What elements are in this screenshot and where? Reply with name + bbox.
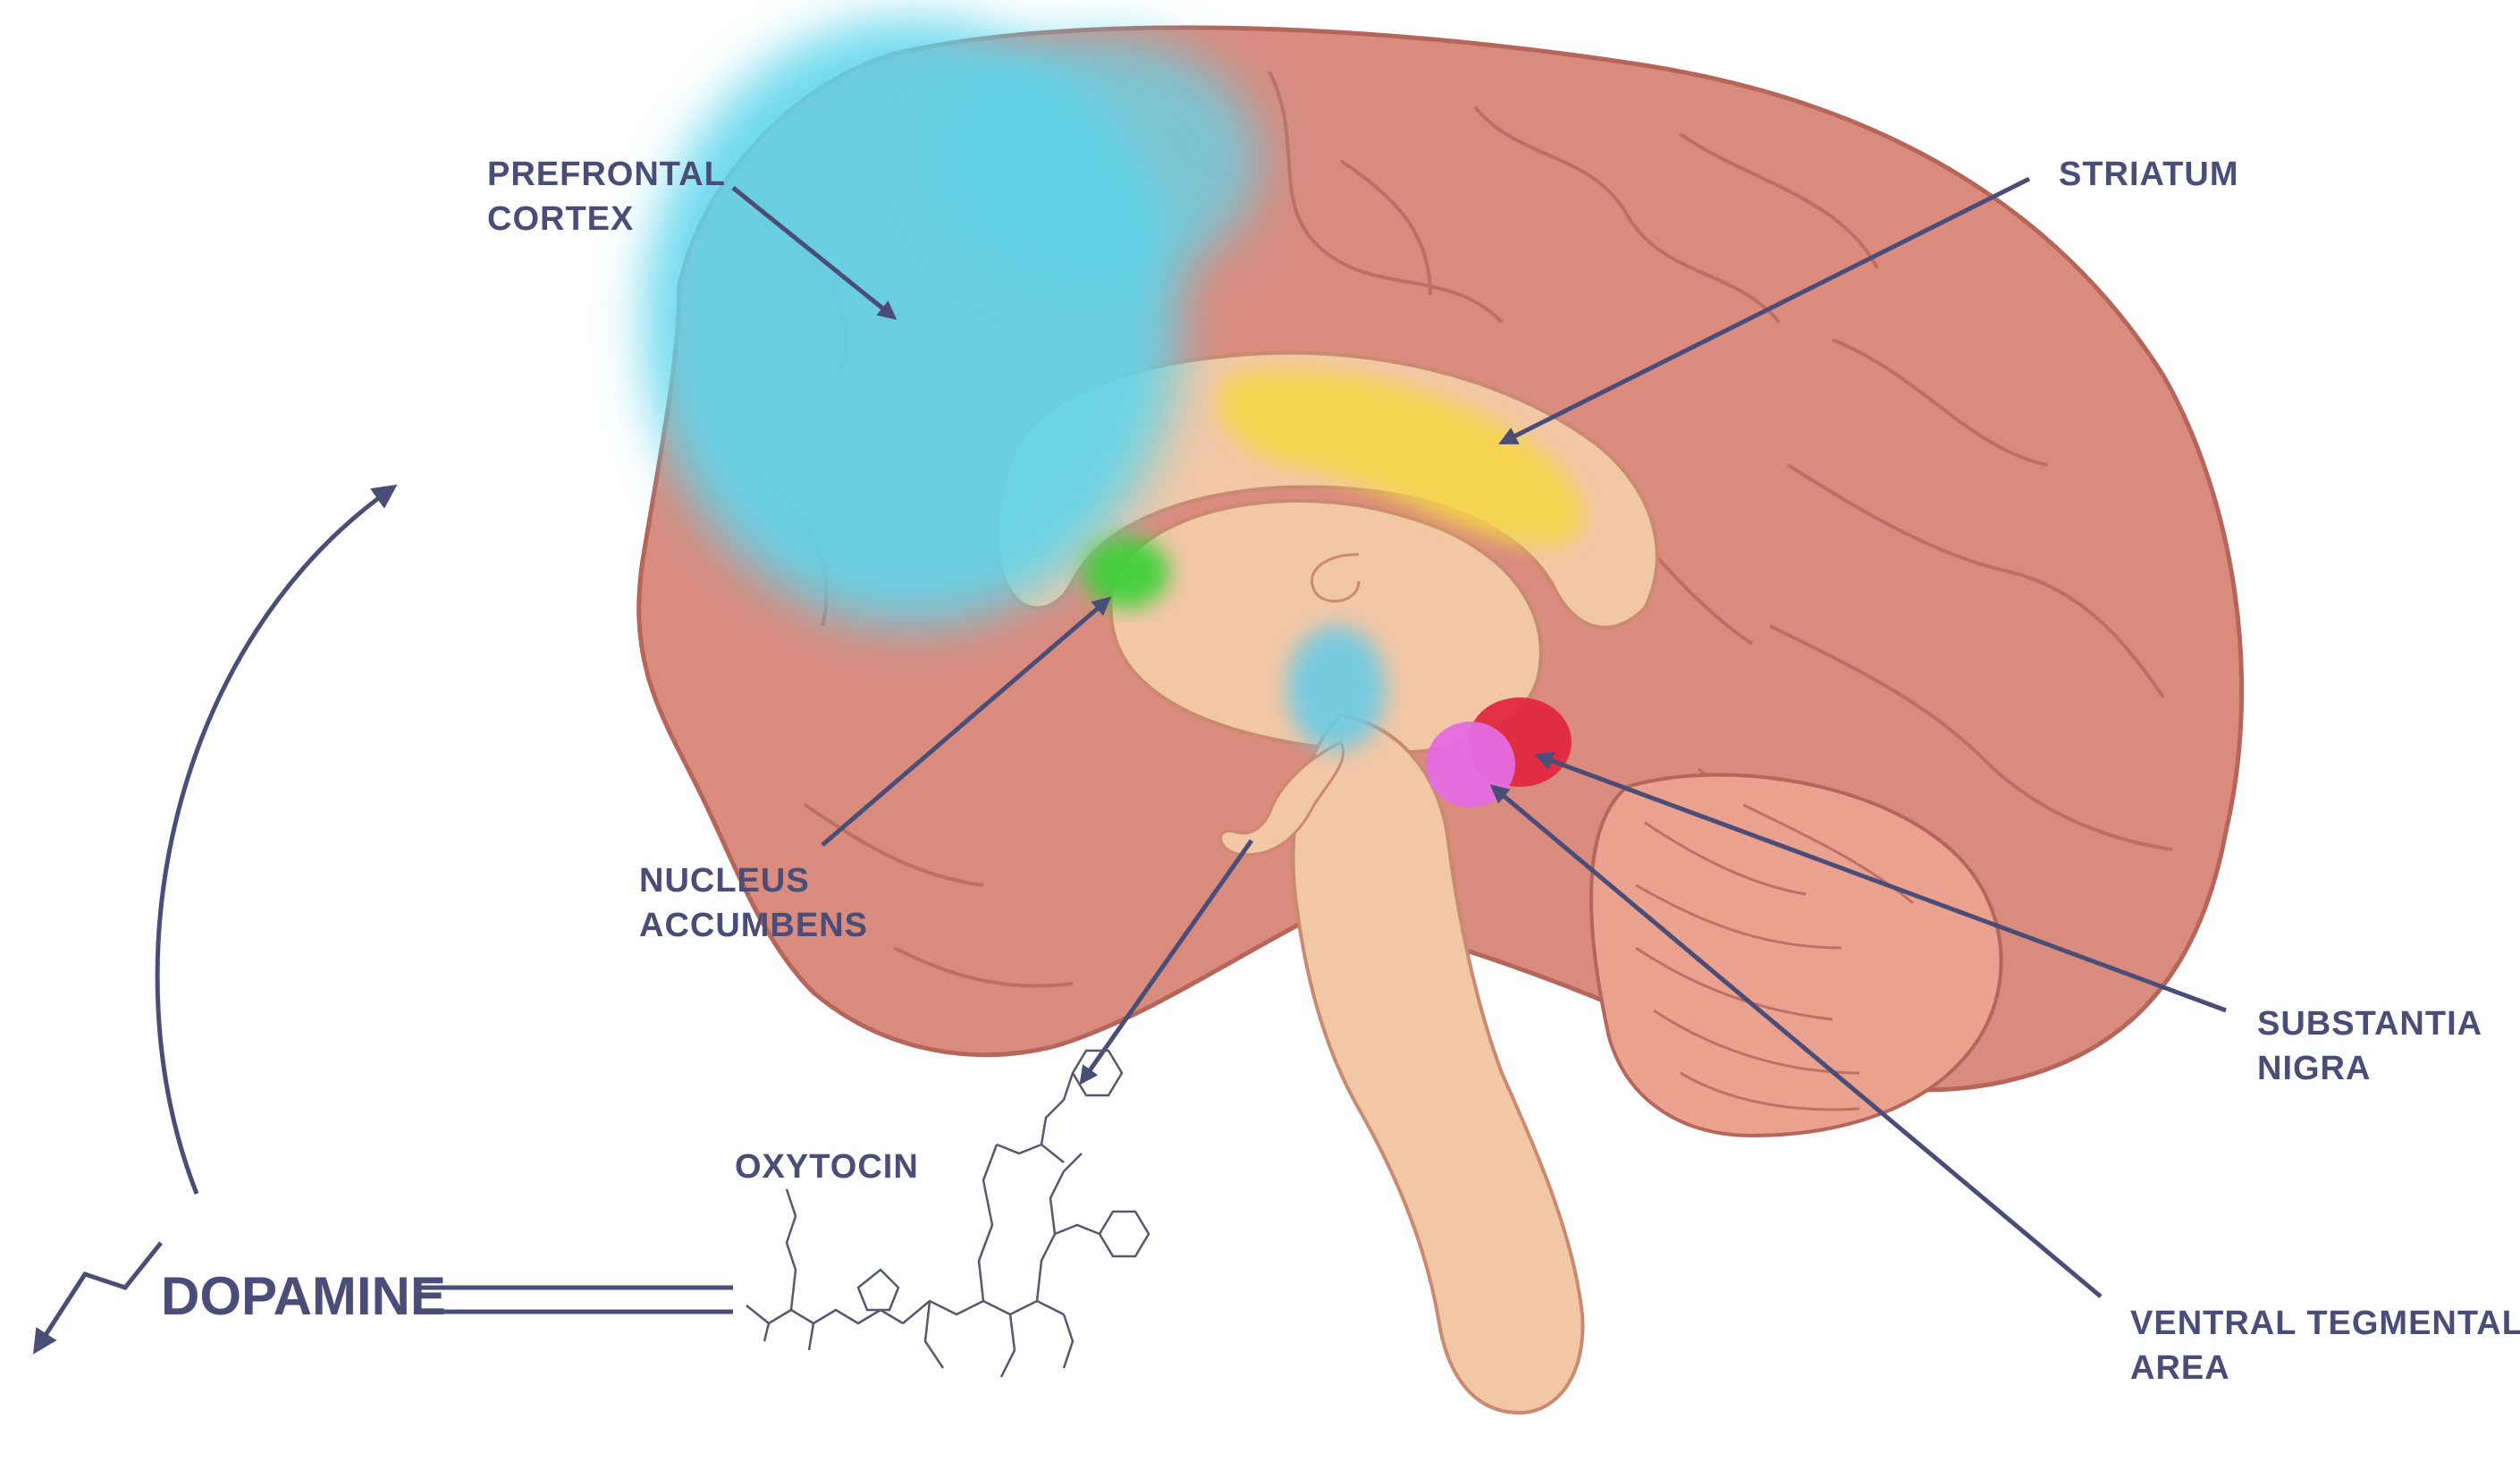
cerebellum	[1589, 773, 2003, 1138]
dopamine-zigzag-arrow	[33, 1241, 163, 1355]
label-line: VENTRAL TEGMENTAL	[2130, 1305, 2520, 1342]
pointer-arrows	[33, 176, 2227, 1355]
label-line: CORTEX	[487, 200, 635, 238]
pituitary-stalk	[1219, 739, 1345, 857]
label-substantia-nigra: SUBSTANTIA NIGRA	[2257, 1001, 2482, 1091]
nucleus-accumbens-region	[1083, 536, 1169, 608]
label-nucleus-accumbens: NUCLEUS ACCUMBENS	[639, 858, 868, 948]
substantia-nigra-arrow	[1534, 751, 2227, 1013]
oxytocin-molecule	[746, 1049, 1150, 1378]
label-line: NUCLEUS	[639, 862, 810, 900]
label-ventral-tegmental-area: VENTRAL TEGMENTAL AREA	[2130, 1301, 2520, 1390]
striatum-region	[1218, 369, 1585, 546]
label-line: PREFRONTAL	[487, 156, 726, 193]
ventricle-region	[1287, 626, 1386, 751]
prefrontal-arrow	[731, 186, 898, 320]
label-line: NIGRA	[2257, 1050, 2372, 1087]
ventral-tegmental-arrow	[1489, 784, 2103, 1298]
prefrontal-region-top	[939, 36, 1260, 286]
label-line: ACCUMBENS	[639, 907, 868, 944]
label-line: AREA	[2130, 1349, 2230, 1387]
striatum-arrow	[1498, 176, 2031, 445]
oxytocin-arrow	[1079, 839, 1254, 1086]
label-striatum: STRIATUM	[2059, 152, 2239, 197]
nucleus-accumbens-arrow	[821, 596, 1112, 847]
label-line: SUBSTANTIA	[2257, 1005, 2483, 1043]
label-prefrontal-cortex: PREFRONTAL CORTEX	[487, 152, 726, 241]
label-oxytocin: OXYTOCIN	[735, 1148, 919, 1186]
brainstem	[1291, 713, 1585, 1415]
label-dopamine: DOPAMINE	[161, 1266, 446, 1326]
dopamine-curve-arrow	[155, 484, 398, 1195]
label-line: STRIATUM	[2059, 156, 2239, 193]
